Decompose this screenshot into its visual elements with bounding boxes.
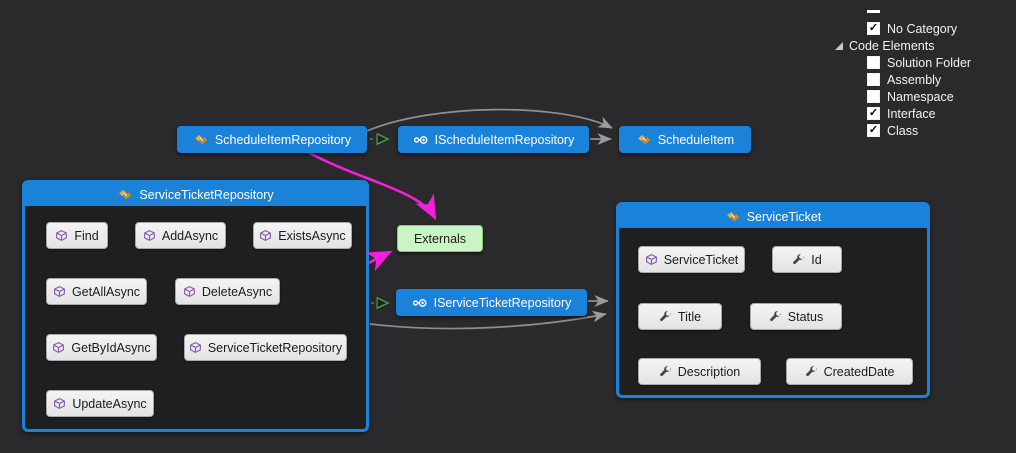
member-status[interactable]: Status xyxy=(750,303,842,330)
member-existsasync[interactable]: ExistsAsync xyxy=(253,222,352,249)
legend-label: Namespace xyxy=(887,89,954,104)
legend-item-no-category[interactable]: ✓ No Category xyxy=(828,20,1014,37)
member-label: UpdateAsync xyxy=(72,396,147,411)
method-icon xyxy=(189,341,202,354)
member-id[interactable]: Id xyxy=(772,246,842,273)
class-icon xyxy=(193,132,209,148)
member-serviceticket-ctor[interactable]: ServiceTicket xyxy=(638,246,745,273)
property-wrench-icon xyxy=(769,310,782,323)
checkbox-assembly[interactable] xyxy=(867,73,880,86)
member-updateasync[interactable]: UpdateAsync xyxy=(46,390,154,417)
legend-item-interface[interactable]: ✓ Interface xyxy=(828,105,1014,122)
member-find[interactable]: Find xyxy=(46,222,108,249)
checkbox-no-category[interactable]: ✓ xyxy=(867,22,880,35)
property-wrench-icon xyxy=(659,365,672,378)
member-label: Description xyxy=(677,364,741,379)
member-label: Status xyxy=(787,309,824,324)
legend-item-solution-folder[interactable]: Solution Folder xyxy=(828,54,1014,71)
property-wrench-icon xyxy=(805,365,818,378)
member-getallasync[interactable]: GetAllAsync xyxy=(46,278,147,305)
class-icon xyxy=(725,209,741,225)
legend-item-class[interactable]: ✓ Class xyxy=(828,122,1014,139)
member-serviceticketrepository-ctor[interactable]: ServiceTicketRepository xyxy=(184,334,347,361)
member-label: ServiceTicketRepository xyxy=(207,340,343,355)
legend-item-namespace[interactable]: Namespace xyxy=(828,88,1014,105)
group-title: ServiceTicketRepository xyxy=(139,187,274,202)
group-title: ServiceTicket xyxy=(746,209,822,224)
member-getbyidasync[interactable]: GetByIdAsync xyxy=(46,334,157,361)
member-title[interactable]: Title xyxy=(638,303,722,330)
node-externals[interactable]: Externals xyxy=(397,225,483,252)
checkbox-namespace[interactable] xyxy=(867,90,880,103)
member-label: Title xyxy=(677,309,702,324)
member-label: Find xyxy=(74,228,99,243)
method-icon xyxy=(645,253,658,266)
legend-label: Code Elements xyxy=(849,38,935,53)
legend-label: Class xyxy=(887,123,919,138)
checkbox-solution-folder[interactable] xyxy=(867,56,880,69)
method-icon xyxy=(55,229,68,242)
member-description[interactable]: Description xyxy=(638,358,761,385)
method-icon xyxy=(52,341,65,354)
legend-label: Solution Folder xyxy=(887,55,972,70)
interface-icon xyxy=(413,132,429,148)
group-service-ticket[interactable]: ServiceTicket ServiceTicket Id Title Sta… xyxy=(616,202,930,398)
member-label: CreatedDate xyxy=(823,364,895,379)
node-label: ScheduleItemRepository xyxy=(214,132,352,147)
class-icon xyxy=(117,187,133,203)
check-icon: ✓ xyxy=(868,123,879,136)
node-label: IScheduleItemRepository xyxy=(434,132,575,147)
property-wrench-icon xyxy=(792,253,805,266)
member-label: ExistsAsync xyxy=(278,228,346,243)
node-i-schedule-item-repository[interactable]: IScheduleItemRepository xyxy=(398,126,589,153)
check-icon: ✓ xyxy=(868,21,879,34)
method-icon xyxy=(259,229,272,242)
interface-icon xyxy=(412,295,428,311)
method-icon xyxy=(143,229,156,242)
checkbox-interface[interactable]: ✓ xyxy=(867,107,880,120)
member-label: ServiceTicket xyxy=(663,252,739,267)
member-label: DeleteAsync xyxy=(201,284,273,299)
property-wrench-icon xyxy=(659,310,672,323)
member-label: Id xyxy=(811,252,822,267)
legend-label: Assembly xyxy=(887,72,942,87)
method-icon xyxy=(53,285,66,298)
group-header-service-ticket-repository[interactable]: ServiceTicketRepository xyxy=(25,183,366,206)
legend-item-partial-checkbox[interactable] xyxy=(867,10,880,13)
method-icon xyxy=(183,285,196,298)
node-label: ScheduleItem xyxy=(657,132,735,147)
node-label: IServiceTicketRepository xyxy=(433,295,572,310)
expander-icon[interactable] xyxy=(835,41,843,50)
node-schedule-item[interactable]: ScheduleItem xyxy=(619,126,751,153)
check-icon: ✓ xyxy=(868,106,879,119)
member-label: GetAllAsync xyxy=(71,284,141,299)
class-icon xyxy=(636,132,652,148)
node-schedule-item-repository[interactable]: ScheduleItemRepository xyxy=(177,126,367,153)
member-addasync[interactable]: AddAsync xyxy=(135,222,226,249)
method-icon xyxy=(53,397,66,410)
legend-label: Interface xyxy=(887,106,936,121)
group-header-service-ticket[interactable]: ServiceTicket xyxy=(619,205,927,228)
node-i-service-ticket-repository[interactable]: IServiceTicketRepository xyxy=(396,289,587,316)
legend-panel: ✓ No Category Code Elements Solution Fol… xyxy=(828,8,1014,139)
node-label: Externals xyxy=(413,231,467,246)
member-label: GetByIdAsync xyxy=(71,340,151,355)
member-label: AddAsync xyxy=(161,228,219,243)
legend-label: No Category xyxy=(887,21,958,36)
checkbox-class[interactable]: ✓ xyxy=(867,124,880,137)
group-service-ticket-repository[interactable]: ServiceTicketRepository Find AddAsync Ex… xyxy=(22,180,369,432)
legend-item-code-elements[interactable]: Code Elements xyxy=(828,37,1014,54)
legend-item-assembly[interactable]: Assembly xyxy=(828,71,1014,88)
member-createddate[interactable]: CreatedDate xyxy=(786,358,913,385)
member-deleteasync[interactable]: DeleteAsync xyxy=(175,278,280,305)
